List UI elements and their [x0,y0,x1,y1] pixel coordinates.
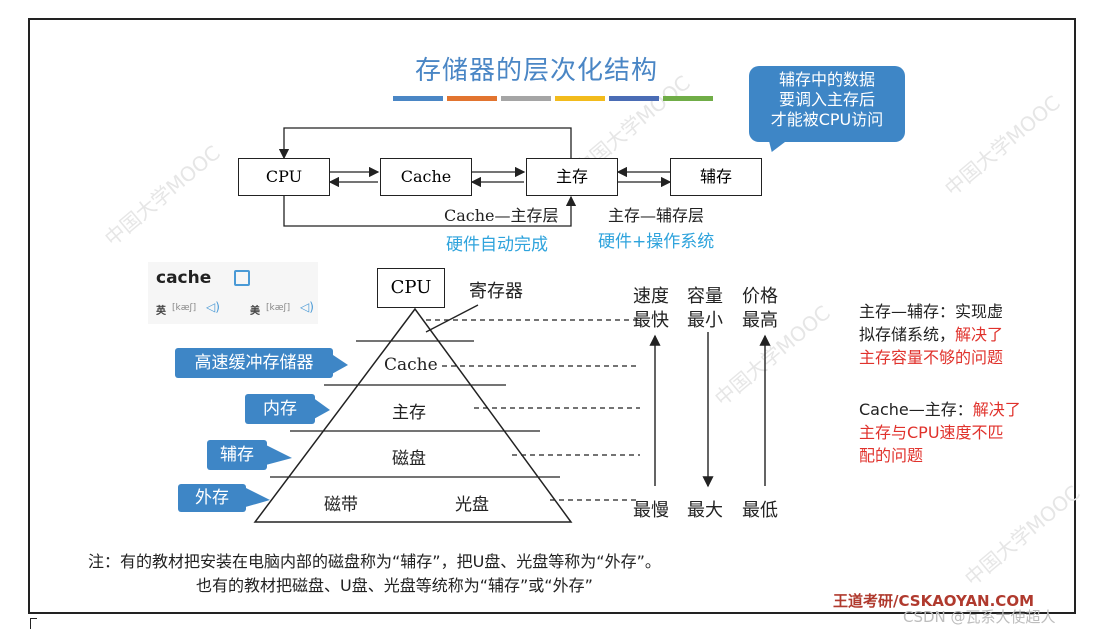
corner-mark [30,618,37,629]
accent-bar [501,96,551,101]
brand-label: 王道考研/CSKAOYAN.COM [833,592,1034,610]
footnote-line2: 也有的教材把磁盘、U盘、光盘等统称为“辅存”或“外存” [196,576,593,595]
pyramid-tape: 磁带 [324,495,358,515]
tag-cache: 高速缓冲存储器 [175,348,333,378]
dict-uk-label: 英 [156,306,166,317]
flow-aux-box: 辅存 [670,158,762,196]
dict-word: cache [156,268,212,288]
tag-aux: 辅存 [207,440,267,470]
side-line: 主存容量不够的问题 [859,348,1004,367]
dict-uk-ipa: [kæʃ] [172,303,197,313]
capacity-largest: 最大 [687,500,723,521]
capacity-smallest: 最小 [687,310,723,331]
price-label: 价格 [742,286,778,307]
side-line: 配的问题 [859,446,924,465]
flow-cache-box: Cache [380,158,472,196]
side-text: 拟存储系统， [859,325,956,344]
flow-cpu-box: CPU [238,158,330,196]
pyramid-cache: Cache [384,355,438,375]
speed-label: 速度 [633,286,669,307]
add-wordbook-icon[interactable] [234,270,250,286]
side-text-red: 解决了 [972,400,1021,419]
speed-fastest: 最快 [633,310,669,331]
layer2-label: 主存—辅存层 [608,206,705,225]
price-lowest: 最低 [742,500,778,521]
accent-bar [555,96,605,101]
side-note-main-aux: 主存—辅存：实现虚 拟存储系统，解决了 主存容量不够的问题 [859,300,1059,369]
callout-bubble: 辅存中的数据 要调入主存后 才能被CPU访问 [749,66,905,142]
capacity-label: 容量 [687,286,723,307]
accent-bar [393,96,443,101]
dictionary-popup: cache 英 [kæʃ] ◁) 美 [kæʃ] ◁) [148,262,318,324]
footnote-line1: 注：有的教材把安装在电脑内部的磁盘称为“辅存”，把U盘、光盘等称为“外存”。 [88,552,661,571]
pyramid-optical: 光盘 [455,495,489,515]
accent-bar [609,96,659,101]
layer1-label: Cache—主存层 [444,206,559,225]
accent-bar [663,96,713,101]
layer1-note: 硬件自动完成 [446,235,548,255]
side-line: 主存—辅存：实现虚 [859,302,1004,321]
accent-bars [393,96,713,101]
layer2-note: 硬件+操作系统 [598,232,715,252]
tag-internal: 内存 [245,394,315,424]
price-highest: 最高 [742,310,778,331]
speed-slowest: 最慢 [633,500,669,521]
pyramid-main: 主存 [392,403,426,423]
callout-line: 辅存中的数据 [778,70,875,89]
register-label: 寄存器 [469,281,523,302]
csdn-watermark: CSDN @瓦系大使超人 [903,608,1056,626]
pyramid-cpu-box: CPU [377,268,445,308]
side-line: 主存与CPU速度不匹 [859,423,1004,442]
flow-main-box: 主存 [526,158,618,196]
page-title: 存储器的层次化结构 [415,56,659,86]
side-line: Cache—主存：解决了 [859,398,1059,421]
side-line: 拟存储系统，解决了 [859,323,1059,346]
pyramid-disk: 磁盘 [392,449,426,469]
dict-us-label: 美 [250,306,260,317]
callout-line: 才能被CPU访问 [770,110,884,129]
side-text-red: 解决了 [955,325,1004,344]
dict-us-ipa: [kæʃ] [266,303,291,313]
side-text: Cache—主存： [859,400,973,419]
speaker-icon[interactable]: ◁) [206,300,220,314]
accent-bar [447,96,497,101]
tag-external: 外存 [178,484,246,512]
callout-line: 要调入主存后 [778,90,875,109]
speaker-icon[interactable]: ◁) [300,300,314,314]
side-note-cache-main: Cache—主存：解决了 主存与CPU速度不匹 配的问题 [859,398,1059,467]
